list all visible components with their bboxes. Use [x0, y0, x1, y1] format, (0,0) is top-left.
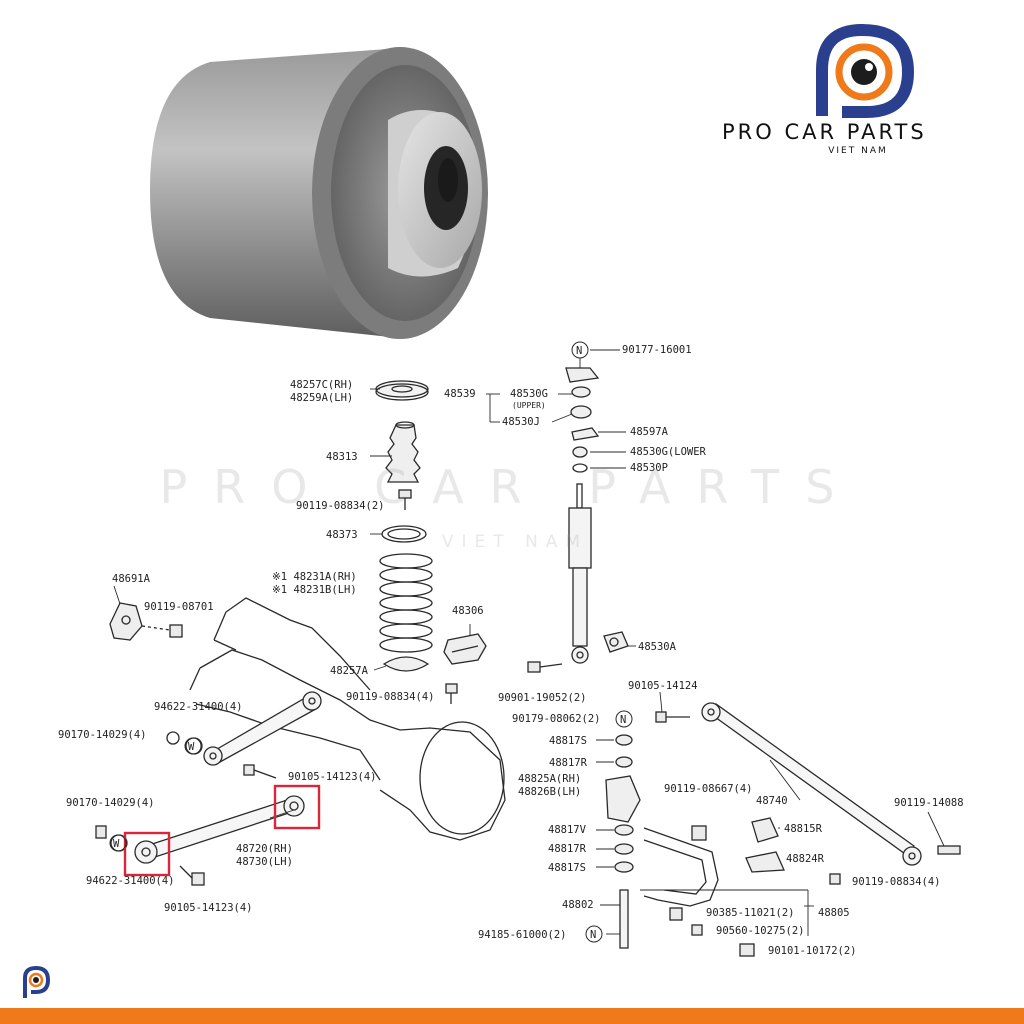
footer-accent-bar: [0, 1008, 1024, 1024]
part-label: 48817R: [549, 757, 588, 769]
part-label: 48817S: [549, 735, 587, 747]
bolt-part: [398, 489, 412, 510]
marker-w-1: [184, 737, 202, 755]
part-label: 48691A: [112, 573, 151, 585]
marker-n-1-label: N: [576, 345, 582, 357]
part-label: 48373: [326, 529, 358, 541]
shock-absorber-part: [565, 367, 600, 664]
part-label: 90119-08834(2): [296, 500, 385, 512]
part-label: 48313: [326, 451, 358, 463]
part-label: 48530A: [638, 641, 677, 653]
marker-n-3-label: N: [590, 929, 596, 941]
part-label: ※1 48231B(LH): [272, 584, 357, 596]
part-label: 90177-16001: [622, 344, 692, 356]
part-label: 90170-14029(4): [66, 797, 155, 809]
part-label: 48257C(RH): [290, 379, 353, 391]
part-label: 48257A: [330, 665, 369, 677]
part-label: 90560-10275(2): [716, 925, 805, 937]
shock-bushing-part: [603, 631, 629, 653]
bracket-48691a-part: [109, 602, 183, 641]
coil-spring-part: [379, 553, 433, 672]
part-label: 48530G(LOWER: [630, 446, 707, 458]
part-label: 48740: [756, 795, 788, 807]
part-label: 48530J: [502, 416, 540, 428]
part-label: 48530P: [630, 462, 668, 474]
part-label: 48815R: [784, 823, 823, 835]
part-label: 90119-08834(4): [852, 876, 941, 888]
part-label: 48720(RH): [236, 843, 293, 855]
part-label: 90170-14029(4): [58, 729, 147, 741]
lateral-rod-part: [655, 702, 961, 866]
part-label: 48825A(RH): [518, 773, 581, 785]
bracket-part: [443, 633, 487, 665]
bushing-photo: [150, 47, 488, 339]
leader-lines: [113, 349, 945, 936]
highlight-box-front-bushing: [273, 784, 321, 830]
shock-bolt-part: [527, 661, 563, 673]
exploded-parts-diagram: [95, 349, 961, 957]
brand-logo-icon: [816, 23, 915, 118]
nut-washer-set: [95, 731, 277, 886]
part-label: ※1 48231A(RH): [272, 571, 357, 583]
axle-housing-part: [189, 597, 506, 841]
bolt-part-2: [445, 683, 458, 704]
marker-w-2: [109, 834, 127, 852]
part-label: 48306: [452, 605, 484, 617]
marker-n-2: [615, 710, 633, 728]
footer-logo-icon: [23, 965, 51, 998]
lower-control-arm-part: [134, 795, 305, 864]
part-label: 48817V: [548, 824, 587, 836]
part-label: 90105-14124: [628, 680, 698, 692]
spring-insulator-part: [381, 525, 427, 543]
bump-stopper-part: [385, 421, 421, 483]
part-label: 48259A(LH): [290, 392, 353, 404]
bushing-bore-depth: [438, 158, 458, 202]
marker-n-1: [571, 341, 589, 359]
part-label: 90101-10172(2): [768, 945, 857, 957]
part-label: 90385-11021(2): [706, 907, 795, 919]
part-label: 90119-08834(4): [346, 691, 435, 703]
part-label: 90105-14123(4): [164, 902, 253, 914]
part-label: 48826B(LH): [518, 786, 581, 798]
part-label: 48824R: [786, 853, 825, 865]
part-label: 48805: [818, 907, 850, 919]
part-label: 94185-61000(2): [478, 929, 567, 941]
spring-seat-upper-part: [375, 380, 429, 401]
part-label: 48817S: [548, 862, 586, 874]
part-label: 90179-08062(2): [512, 713, 601, 725]
part-label: 48817R: [548, 843, 587, 855]
marker-n-3: [585, 925, 603, 943]
part-label: 48597A: [630, 426, 669, 438]
part-label: 48530G: [510, 388, 548, 400]
callout-markers: [109, 341, 633, 943]
upper-control-arm-part: [203, 691, 322, 766]
part-label: 48539: [444, 388, 476, 400]
marker-w-1-label: W: [188, 741, 195, 753]
part-label: 90119-08667(4): [664, 783, 753, 795]
part-label: 94622-31400(4): [154, 701, 243, 713]
part-label: 90119-14088: [894, 797, 964, 809]
part-label: 90901-19052(2): [498, 692, 587, 704]
highlight-box-rear-bushing: [123, 831, 171, 877]
part-label: (UPPER): [512, 401, 546, 410]
marker-w-2-label: W: [113, 838, 120, 850]
part-label: 48802: [562, 899, 594, 911]
marker-n-2-label: N: [620, 714, 626, 726]
part-label: 90119-08701: [144, 601, 214, 613]
part-label: 48730(LH): [236, 856, 293, 868]
brand-name: PRO CAR PARTS: [722, 120, 927, 144]
stabilizer-link-parts: [605, 734, 841, 957]
brand-subtitle: VIET NAM: [828, 146, 888, 156]
part-label: 94622-31400(4): [86, 875, 175, 887]
part-label: 90105-14123(4): [288, 771, 377, 783]
